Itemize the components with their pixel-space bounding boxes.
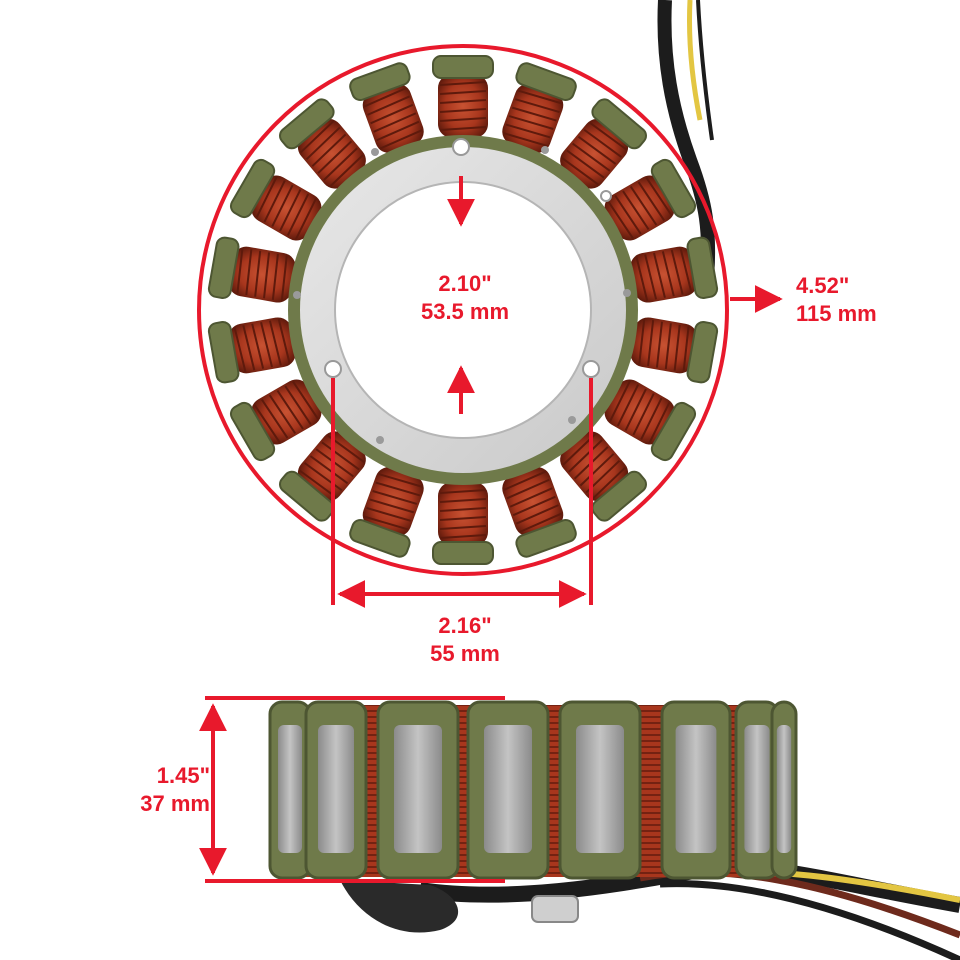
side-pole	[466, 700, 550, 880]
inner-diameter-label: 2.10" 53.5 mm	[380, 270, 550, 326]
bolt-spacing-label: 2.16" 55 mm	[380, 612, 550, 668]
bolt-holes	[293, 138, 631, 444]
stator-coil	[432, 482, 494, 565]
side-pole	[558, 700, 642, 880]
stator-coil	[502, 467, 577, 558]
outer-diameter-inch: 4.52"	[796, 273, 850, 298]
stator-side-view	[268, 700, 960, 960]
stator-coil	[630, 317, 719, 384]
outer-diameter-outline	[197, 44, 729, 576]
stator-coil	[604, 379, 697, 462]
stator-coil	[432, 55, 494, 138]
height-label: 1.45" 37 mm	[100, 762, 210, 818]
stator-coil	[502, 62, 577, 153]
bolt-spacing-metric: 55 mm	[430, 641, 500, 666]
side-pole	[660, 700, 732, 880]
height-inch: 1.45"	[156, 763, 210, 788]
stator-top-view	[197, 44, 729, 576]
side-pole	[734, 700, 780, 880]
inner-diameter-inch: 2.10"	[438, 271, 492, 296]
stator-coil	[207, 317, 296, 384]
bolt-spacing-dimension	[331, 378, 593, 608]
bolt-spacing-inch: 2.16"	[438, 613, 492, 638]
outer-diameter-label: 4.52" 115 mm	[796, 272, 877, 328]
stator-coils-ring	[207, 55, 719, 565]
height-dimension	[199, 696, 505, 883]
stator-coil	[279, 98, 366, 189]
inner-diameter-metric: 53.5 mm	[420, 299, 510, 324]
side-pole	[376, 700, 460, 880]
stator-coil	[604, 158, 697, 241]
outer-diameter-metric: 115 mm	[796, 301, 877, 326]
stator-coil	[229, 158, 322, 241]
side-pole-row	[268, 700, 798, 880]
stator-coil	[229, 379, 322, 462]
height-metric: 37 mm	[140, 791, 210, 816]
stator-coil	[630, 236, 719, 303]
side-pole	[304, 700, 368, 880]
stator-coil	[349, 62, 424, 153]
stator-coil	[207, 236, 296, 303]
stator-coil	[560, 98, 647, 189]
side-pole	[268, 700, 312, 880]
side-pole	[770, 700, 798, 880]
stator-coil	[349, 467, 424, 558]
